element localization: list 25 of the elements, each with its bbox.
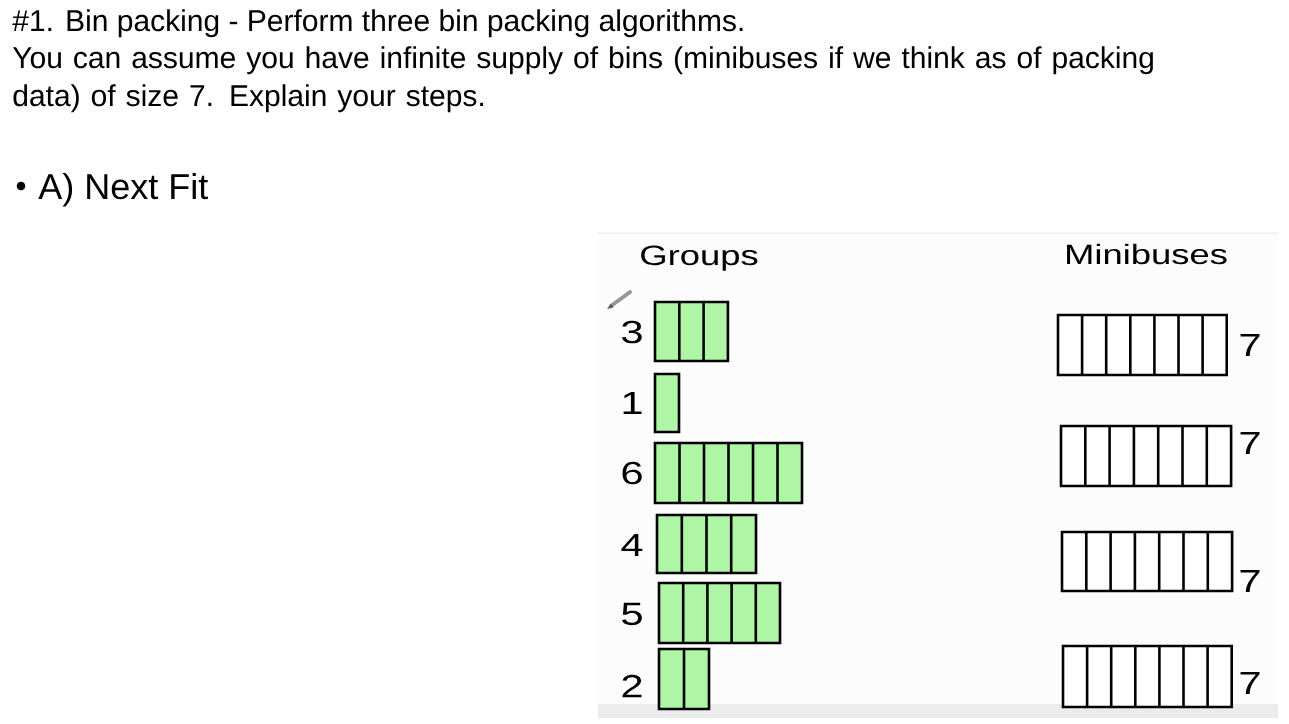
number-label: 3 xyxy=(622,320,642,344)
column-heading: Groups xyxy=(641,245,758,271)
number-label: 2 xyxy=(622,674,642,698)
bar xyxy=(653,300,730,363)
number-label: 7 xyxy=(1240,432,1260,454)
paragraph: You can assume you have infinite supply of bins (minibuses if we think as of packing data) of size 7. Explain your steps. xyxy=(12,46,1153,113)
bar xyxy=(1056,313,1228,377)
number-label: 6 xyxy=(622,461,642,485)
list-item: A) Next Fit xyxy=(38,172,208,207)
bar xyxy=(1061,644,1233,709)
number-label: 7 xyxy=(1240,334,1260,356)
bar xyxy=(657,581,782,645)
number-label: 1 xyxy=(623,392,642,414)
heading: #1. Bin packing - Perform three bin packing algorithms. xyxy=(12,9,743,38)
bar xyxy=(653,372,681,434)
bar xyxy=(657,647,711,711)
bar xyxy=(653,441,804,505)
number-label: 4 xyxy=(621,534,643,556)
bar xyxy=(1060,530,1234,593)
number-label: 7 xyxy=(1240,672,1260,694)
bar xyxy=(655,513,758,575)
number-label: 5 xyxy=(622,602,642,626)
number-label: 7 xyxy=(1240,570,1260,592)
bar xyxy=(1059,424,1233,488)
column-heading: Minibuses xyxy=(1067,243,1227,265)
